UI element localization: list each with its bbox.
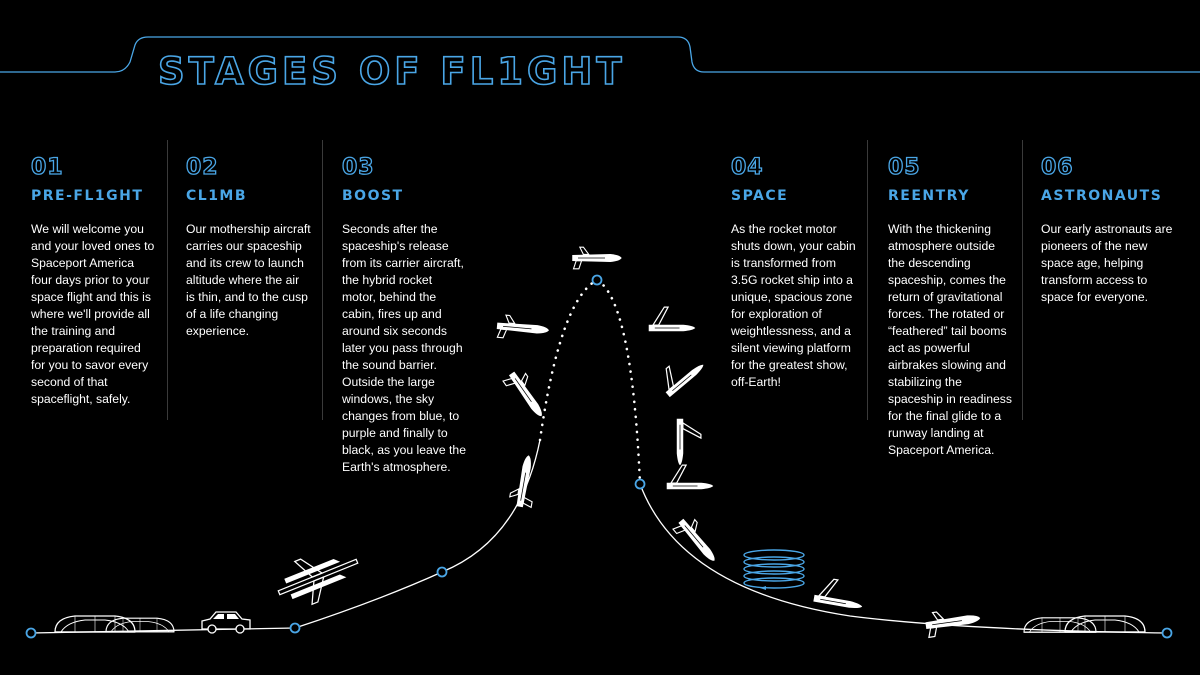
car-icon [201,611,251,634]
spaceship-icon [572,246,622,270]
stage-description: With the thickening atmosphere outside t… [888,222,1012,457]
stage-number: 06 [1040,154,1074,180]
header-frame [0,36,1200,73]
stage-divider [867,140,868,420]
stage-title: ASTRONAUTS [1041,188,1163,204]
flight-path-boost [538,278,642,486]
stage-climb: 02 CL1MB Our mothership aircraft carries… [185,154,311,340]
page-title: STAGES OF FL1GHT [158,50,626,93]
stage-boost: 03 BOOST Seconds after the spaceship's r… [341,154,467,476]
trajectory-node [634,478,646,490]
stage-astronauts: 06 ASTRONAUTS Our early astronauts are p… [1040,154,1176,306]
trajectory-node [25,627,37,639]
trajectory-node [591,274,603,286]
stage-divider [167,140,168,420]
spaceship-icon [653,348,706,398]
stage-number: 03 [341,154,375,180]
stage-reentry: 05 REENTRY With the thickening atmospher… [887,154,1013,459]
landing-spaceship-icon [923,605,982,639]
spaceship-icon [666,464,714,490]
stage-title: REENTRY [888,188,970,204]
stage-pre-flight: 01 PRE-FL1GHT We will welcome you and yo… [30,154,156,408]
spaceport-hangar-icon [1023,615,1146,633]
stage-divider [322,140,323,420]
flight-path-descent [639,483,1168,634]
stage-title: PRE-FL1GHT [31,188,144,204]
stage-title: SPACE [731,188,789,204]
stage-title: BOOST [342,188,404,204]
stage-description: Our early astronauts are pioneers of the… [1041,222,1173,304]
stage-title: CL1MB [186,188,248,204]
spaceship-icon [813,575,867,611]
spaceship-icon [501,366,552,423]
spaceship-icon [648,306,696,332]
stage-number: 01 [30,154,64,180]
stage-description: We will welcome you and your loved ones … [31,222,155,406]
trajectory-node [1161,627,1173,639]
trajectory-node [289,622,301,634]
stage-number: 02 [185,154,219,180]
stage-space: 04 SPACE As the rocket motor shuts down,… [730,154,856,391]
mothership-aircraft-icon [269,539,367,615]
trajectory-node [436,566,448,578]
stage-number: 04 [730,154,764,180]
spaceport-hangar-icon [54,615,175,633]
stage-description: As the rocket motor shuts down, your cab… [731,222,856,389]
spin-rotation-icon [743,549,805,590]
stage-number: 05 [887,154,921,180]
stage-divider [1022,140,1023,420]
spaceship-icon [495,313,551,343]
stage-description: Our mothership aircraft carries our spac… [186,222,311,338]
stage-description: Seconds after the spaceship's release fr… [342,222,466,474]
spaceship-icon [676,418,702,466]
